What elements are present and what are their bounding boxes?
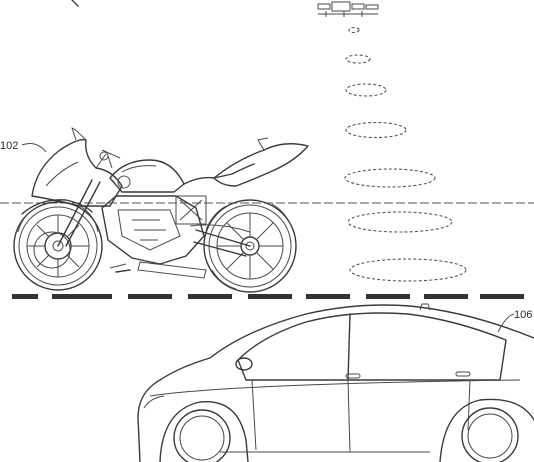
signal-ring — [349, 258, 467, 282]
motorcycle-front-fender — [21, 199, 93, 215]
car-roof-sensor — [419, 303, 431, 311]
signal-ring — [344, 168, 436, 188]
car-side-mirror — [235, 357, 253, 371]
satellite-device — [317, 1, 379, 17]
arrow-fragment — [71, 0, 79, 7]
motorcycle-front-wheel — [13, 201, 103, 291]
car-body — [137, 304, 534, 462]
signal-rings — [344, 26, 467, 282]
lane-markings — [12, 294, 524, 299]
car-belt-line — [149, 379, 521, 397]
motorcycle-ref-label: 102 — [0, 140, 18, 152]
car-window-outline — [237, 312, 507, 381]
motorcycle-leader-line — [21, 143, 47, 153]
car-ref-label: 106 — [514, 309, 532, 321]
signal-ring — [347, 211, 453, 233]
motorcycle-exhaust — [137, 261, 207, 279]
signal-ring — [348, 26, 360, 34]
car-door-handle — [345, 373, 361, 379]
motorcycle-front-fork — [57, 179, 101, 247]
car — [137, 303, 534, 462]
motorcycle-tail — [213, 143, 309, 187]
car-headlight — [143, 395, 165, 409]
signal-ring — [345, 121, 407, 139]
car-leader-line — [497, 313, 515, 333]
car-front-wheel — [159, 400, 249, 462]
motorcycle-seat — [183, 163, 255, 185]
motorcycle-engine — [101, 195, 205, 265]
signal-ring — [345, 54, 371, 64]
car-rear-wheel — [439, 398, 534, 462]
car-door-handle — [455, 371, 471, 377]
signal-ring — [345, 83, 387, 97]
motorcycle-swingarm — [193, 229, 251, 257]
car-door-seam — [251, 379, 471, 453]
car-b-pillar — [347, 313, 351, 381]
motorcycle-rear-wheel — [203, 199, 297, 293]
motorcycle — [13, 127, 309, 293]
motorcycle-handlebar — [95, 149, 121, 169]
motorcycle-fairing — [31, 139, 123, 207]
